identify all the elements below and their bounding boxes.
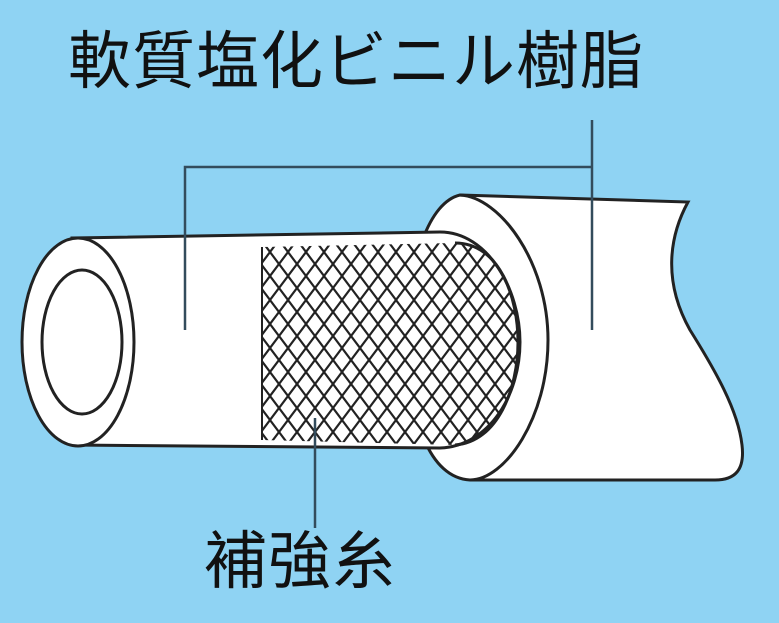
- tube-end-inner: [40, 268, 124, 416]
- reinforcement-label: 補強糸: [204, 525, 396, 598]
- reinforcement-mesh: [262, 243, 518, 445]
- leader-line-top: [183, 120, 594, 330]
- mesh-end-curve: [454, 241, 520, 447]
- outer-material-label: 軟質塩化ビニル樹脂: [68, 25, 644, 98]
- outer-layer-front-face: [459, 193, 550, 482]
